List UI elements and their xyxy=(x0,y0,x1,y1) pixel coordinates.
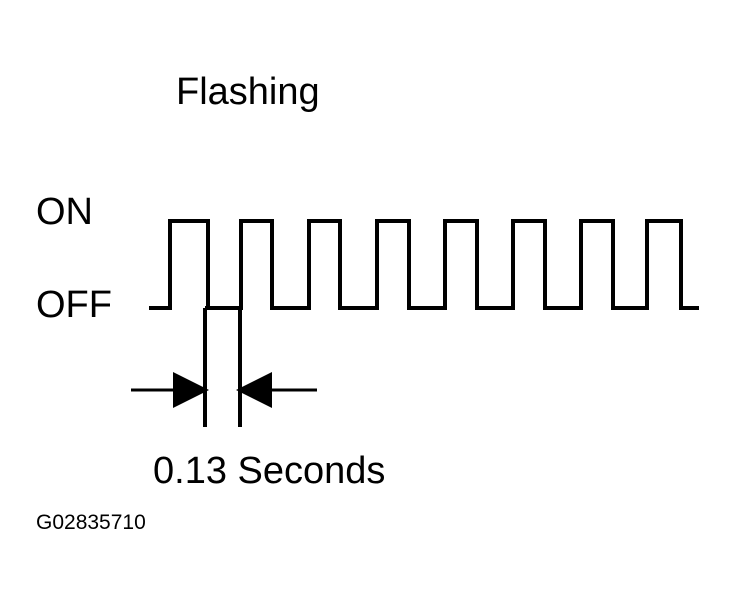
interval-duration-label: 0.13 Seconds xyxy=(153,450,386,492)
off-state-label: OFF xyxy=(36,284,112,326)
diagram-title: Flashing xyxy=(176,71,320,113)
pulse-waveform xyxy=(149,219,699,310)
figure-code: G02835710 xyxy=(36,511,146,534)
on-state-label: ON xyxy=(36,191,93,233)
